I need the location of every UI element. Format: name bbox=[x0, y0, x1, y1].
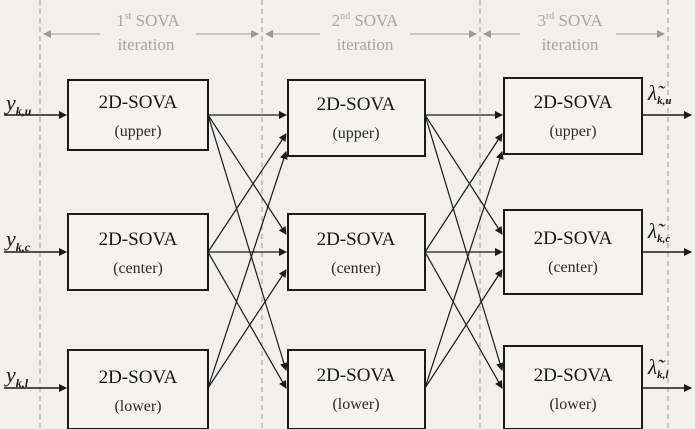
wire-1u-2c bbox=[207, 114, 287, 235]
input-arrows bbox=[4, 111, 67, 392]
block-stage1-upper-role: (upper) bbox=[114, 123, 161, 140]
block-stage2-lower-title: 2D-SOVA bbox=[317, 365, 396, 386]
wire-1c-2u bbox=[207, 133, 287, 253]
block-stage3-center bbox=[503, 209, 643, 295]
output-arrows bbox=[642, 111, 692, 392]
iteration-1-label: 1st SOVA bbox=[116, 11, 180, 30]
block-stage1-center bbox=[67, 213, 209, 291]
block-stage1-lower bbox=[67, 349, 209, 429]
wire-1c-2l bbox=[207, 251, 287, 389]
iteration-2-sublabel: iteration bbox=[337, 35, 394, 54]
block-stage2-lower-role: (lower) bbox=[332, 396, 379, 413]
input-labels: yk,u yk,c yk,l bbox=[4, 90, 32, 390]
block-stage3-upper-title: 2D-SOVA bbox=[534, 92, 613, 113]
wire-1l-2c bbox=[207, 269, 287, 389]
iteration-2-label: 2nd SOVA bbox=[332, 11, 400, 30]
decoder-blocks bbox=[67, 77, 643, 429]
output-label-center: λ̃k,c bbox=[647, 219, 670, 245]
decoder-block-labels: 2D-SOVA (upper) 2D-SOVA (center) 2D-SOVA… bbox=[99, 92, 613, 415]
wire-2u-3l bbox=[424, 114, 504, 371]
block-stage3-upper bbox=[503, 77, 643, 155]
iteration-labels: 1st SOVA iteration 2nd SOVA iteration 3r… bbox=[116, 11, 603, 54]
iteration-1-sublabel: iteration bbox=[118, 35, 175, 54]
wire-2l-3u bbox=[424, 151, 504, 389]
block-stage1-lower-role: (lower) bbox=[114, 398, 161, 415]
block-stage3-center-title: 2D-SOVA bbox=[534, 228, 613, 249]
block-stage1-lower-title: 2D-SOVA bbox=[99, 367, 178, 388]
wire-2l-3c bbox=[424, 269, 503, 389]
wire-2u-3c bbox=[424, 114, 503, 235]
block-stage2-center-role: (center) bbox=[331, 260, 381, 277]
output-labels: λ̃k,u λ̃k,c λ̃k,l bbox=[647, 81, 671, 381]
block-stage1-center-role: (center) bbox=[113, 260, 163, 277]
block-stage1-upper bbox=[67, 79, 209, 151]
output-label-lower: λ̃k,l bbox=[647, 355, 669, 381]
wire-1u-2l bbox=[207, 114, 288, 371]
input-label-lower: yk,l bbox=[4, 362, 29, 390]
block-stage2-upper-title: 2D-SOVA bbox=[317, 94, 396, 115]
block-stage3-upper-role: (upper) bbox=[549, 123, 596, 140]
block-stage2-center-title: 2D-SOVA bbox=[317, 229, 396, 250]
wiring-stage-1-to-2 bbox=[207, 111, 288, 389]
iteration-3-label: 3rd SOVA bbox=[537, 11, 603, 30]
wire-2c-3u bbox=[424, 133, 503, 253]
block-stage3-center-role: (center) bbox=[548, 259, 598, 276]
iteration-3-sublabel: iteration bbox=[542, 35, 599, 54]
block-stage1-center-title: 2D-SOVA bbox=[99, 229, 178, 250]
wiring-stage-2-to-3 bbox=[424, 111, 504, 389]
block-stage3-lower-title: 2D-SOVA bbox=[534, 365, 613, 386]
block-stage1-upper-title: 2D-SOVA bbox=[99, 92, 178, 113]
block-stage2-upper-role: (upper) bbox=[332, 125, 379, 142]
block-stage3-lower-role: (lower) bbox=[549, 396, 596, 413]
block-stage2-lower bbox=[287, 349, 426, 429]
block-stage2-center bbox=[287, 213, 426, 291]
input-label-center: yk,c bbox=[4, 226, 31, 254]
block-stage3-lower bbox=[503, 345, 643, 429]
wire-2c-3l bbox=[424, 251, 503, 389]
input-label-upper: yk,u bbox=[4, 90, 32, 118]
wire-1l-2u bbox=[207, 151, 288, 389]
block-stage2-upper bbox=[287, 79, 426, 157]
